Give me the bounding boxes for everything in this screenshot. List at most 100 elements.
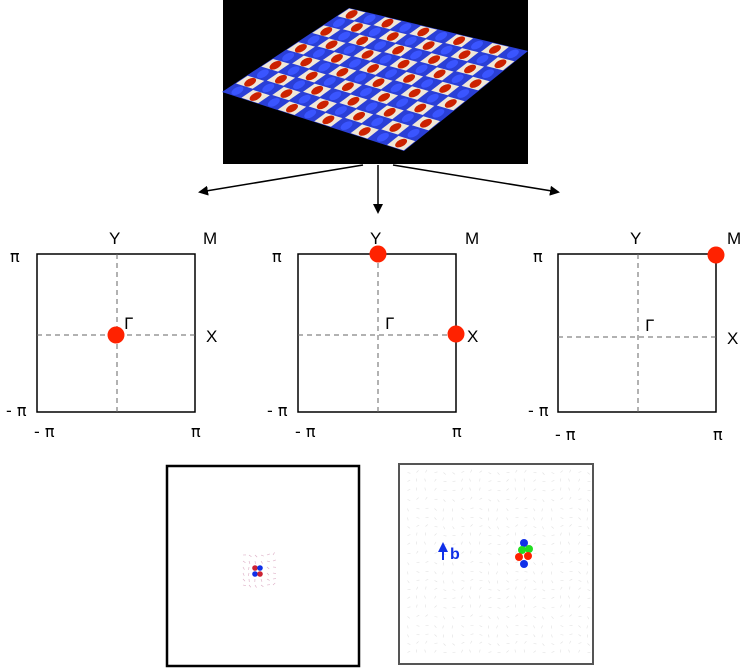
surface-dip-blue (446, 59, 459, 69)
field-vector (260, 554, 264, 557)
surface-dip-blue (415, 64, 428, 74)
br-spot-blue-bottom (520, 560, 528, 568)
field-vector (514, 478, 516, 482)
field-vector (533, 479, 537, 482)
surface-dip-blue (287, 66, 300, 75)
surface-dip-blue (457, 89, 470, 98)
field-vector (461, 562, 465, 564)
field-vector (506, 508, 509, 512)
field-vector (578, 517, 581, 520)
br-spot-red-left (515, 553, 523, 561)
field-vector (479, 641, 483, 644)
field-vector (506, 616, 510, 618)
field-vector (452, 553, 456, 555)
field-vector (434, 541, 437, 545)
field-vector (469, 478, 471, 482)
surface-dip-blue (354, 73, 367, 82)
field-vector (515, 550, 517, 554)
surface-peak-red (386, 32, 399, 41)
field-vector (578, 571, 581, 574)
field-vector (407, 580, 410, 584)
field-vector (533, 533, 537, 536)
field-vector (407, 634, 409, 638)
bl-spot-blue-2 (252, 571, 258, 577)
zone-3-label-pi-top: π (533, 247, 543, 266)
zone-1-label-pi-top: π (10, 247, 20, 266)
field-vector (488, 526, 491, 529)
field-vector (578, 634, 582, 637)
zone-1-label-pi-bottom: π (191, 422, 201, 441)
field-vector (497, 589, 501, 592)
surface-peak-red (294, 43, 307, 53)
field-vector (488, 543, 492, 545)
field-vector (470, 633, 474, 635)
field-vector (506, 526, 510, 528)
field-vector (488, 562, 490, 566)
surface-dip-blue (410, 50, 423, 60)
field-vector (242, 566, 245, 570)
field-vector (461, 642, 465, 644)
field-vector (434, 551, 438, 554)
field-vector (461, 587, 464, 590)
field-vector (551, 480, 555, 482)
field-vector (461, 487, 463, 491)
field-vector (586, 517, 588, 521)
surface-peak-red (345, 10, 358, 19)
field-vector (424, 478, 426, 482)
field-vector (578, 487, 581, 491)
surface-dip-blue (471, 40, 483, 50)
field-vector (488, 489, 492, 491)
field-vector (488, 580, 491, 584)
field-vector (578, 587, 582, 590)
field-vector (416, 625, 420, 627)
field-vector (533, 650, 537, 653)
surface-dip-blue (385, 69, 398, 78)
field-vector (569, 469, 572, 473)
field-vector (578, 541, 580, 545)
field-vector (488, 643, 492, 646)
bottom-left-vector-field (242, 552, 277, 588)
field-vector (452, 580, 454, 584)
field-vector (551, 616, 554, 619)
surface-dip-blue (293, 80, 306, 90)
field-vector (416, 641, 419, 644)
field-vector (568, 541, 570, 545)
field-vector (461, 551, 465, 554)
brillouin-zone-2: Y M X Γ π - π - π π (267, 229, 479, 441)
field-vector (443, 607, 447, 609)
field-vector (506, 580, 510, 583)
field-vector (551, 499, 555, 502)
field-vector (470, 496, 473, 500)
field-vector (488, 589, 492, 591)
field-vector (461, 604, 464, 608)
zone-2-label-neg-pi-left: - π (267, 401, 288, 420)
zone-3-label-gamma: Γ (645, 316, 654, 335)
surface-peak-red (444, 99, 457, 108)
surface-dip-blue (363, 14, 376, 24)
surface-dip-blue (482, 69, 494, 78)
surface-dip-blue (376, 132, 389, 142)
field-vector (272, 552, 275, 556)
field-vector (560, 634, 564, 636)
field-vector (551, 472, 555, 474)
surface-peak-red (453, 36, 466, 46)
field-vector (524, 579, 528, 581)
field-vector (514, 595, 516, 599)
field-vector (551, 526, 554, 529)
surface-peak-red (488, 45, 501, 54)
field-vector (533, 596, 536, 599)
surface-peak-red (341, 82, 354, 91)
field-vector (242, 572, 245, 576)
field-vector (506, 596, 509, 599)
field-vector (416, 615, 420, 617)
field-vector (407, 542, 411, 545)
field-vector (569, 578, 573, 581)
branch-arrows (198, 164, 560, 214)
field-vector (461, 532, 464, 536)
field-vector (434, 605, 437, 608)
field-vector (497, 526, 499, 530)
field-vector (469, 487, 471, 491)
field-vector (242, 584, 246, 586)
zone-2-label-y: Y (370, 229, 381, 248)
